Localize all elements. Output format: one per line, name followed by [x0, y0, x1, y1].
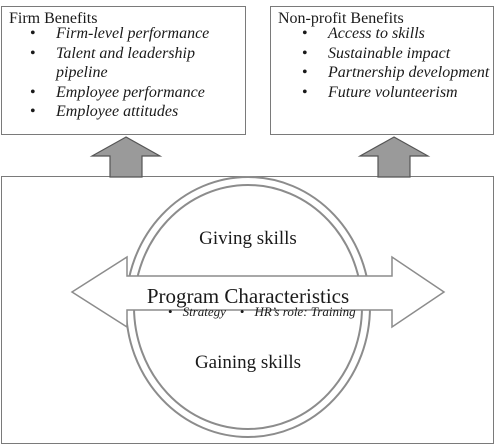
- list-item: Sustainable impact: [302, 44, 492, 64]
- bullet-dot: •: [239, 304, 245, 319]
- list-item: Talent and leadership pipeline: [30, 44, 245, 83]
- nonprofit-benefits-list: Access to skills Sustainable impact Part…: [302, 24, 492, 102]
- characteristic-strategy: Strategy: [182, 304, 226, 319]
- program-characteristics-title: Program Characteristics: [146, 284, 350, 308]
- firm-benefits-list: Firm-level performance Talent and leader…: [30, 24, 245, 122]
- firm-up-arrow: [89, 136, 163, 178]
- giving-skills-label: Giving skills: [199, 228, 297, 249]
- nonprofit-benefits-title: Non-profit Benefits: [278, 10, 404, 27]
- list-item: Partnership development: [302, 63, 492, 83]
- firm-benefits-title: Firm Benefits: [9, 10, 98, 27]
- characteristic-hr-role: HR’s role: Training: [254, 304, 356, 319]
- list-item: Firm-level performance: [30, 24, 245, 44]
- list-item: Future volunteerism: [302, 83, 492, 103]
- list-item: Employee performance: [30, 83, 245, 103]
- list-item: Employee attitudes: [30, 102, 245, 122]
- bullet-dot: •: [168, 304, 173, 319]
- list-item: Access to skills: [302, 24, 492, 44]
- nonprofit-up-arrow: [357, 136, 431, 178]
- characteristics-row: • Strategy • HR’s role: Training: [168, 304, 356, 320]
- gaining-skills-label: Gaining skills: [194, 352, 302, 373]
- double-headed-arrow: [70, 255, 446, 329]
